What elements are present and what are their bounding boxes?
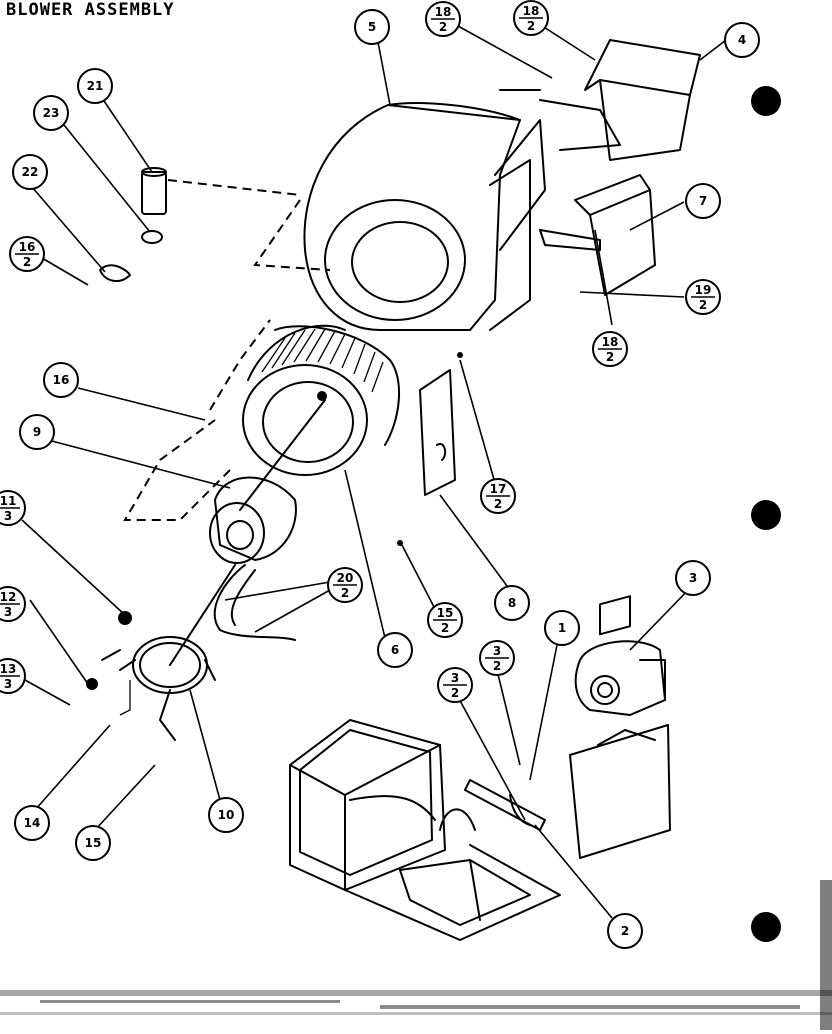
callout-9: 9 [19,414,55,450]
callout-3: 3 [675,560,711,596]
callout-8: 8 [494,585,530,621]
callout-number: 18 [435,5,452,19]
motor-mount [86,564,236,741]
callout-6: 6 [377,632,413,668]
callout-number: 1 [558,621,566,635]
callout-3-over-2: 23 [437,667,473,703]
callout-subnumber: 2 [441,621,449,635]
callout-number: 3 [689,571,697,585]
callout-subnumber: 2 [451,686,459,700]
callout-number: 22 [22,165,39,179]
callout-23: 23 [33,95,69,131]
callout-17-over-2: 217 [480,478,516,514]
diagram-title: BLOWER ASSEMBLY [6,0,175,20]
mounting-bracket [499,39,701,296]
callout-16-over-2: 216 [9,236,45,272]
callout-number: 18 [523,4,540,18]
callout-number: 11 [0,494,16,508]
callout-2: 2 [607,913,643,949]
callout-number: 7 [699,194,707,208]
callout-number: 6 [391,643,399,657]
callout-21: 21 [77,68,113,104]
punch-hole [751,86,781,116]
blower-housing [253,102,546,331]
callout-subnumber: 2 [494,497,502,511]
callout-subnumber: 3 [4,605,12,619]
callout-number: 3 [493,644,501,658]
capacitor [99,167,301,282]
callout-number: 13 [0,662,16,676]
callout-15-over-2: 215 [427,602,463,638]
callout-subnumber: 2 [493,659,501,673]
blower-wheel [242,324,401,476]
callout-16: 16 [43,362,79,398]
callout-12-over-3: 312 [0,586,26,622]
callout-11-over-3: 311 [0,490,26,526]
leader-lines [21,21,727,919]
callout-14: 14 [14,805,50,841]
control-board [569,595,671,859]
callout-18-over-2: 218 [513,0,549,36]
scan-noise [0,880,832,1030]
callout-number: 20 [337,571,354,585]
callout-1: 1 [544,610,580,646]
inducer-blower [574,640,666,716]
callout-13-over-3: 313 [0,658,26,694]
callout-subnumber: 3 [4,509,12,523]
callout-number: 5 [368,20,376,34]
punch-hole [751,500,781,530]
callout-number: 3 [451,671,459,685]
callout-number: 9 [33,425,41,439]
callout-18-over-2: 218 [592,331,628,367]
callout-number: 23 [43,106,60,120]
callout-number: 19 [695,283,712,297]
callout-subnumber: 2 [699,298,707,312]
callout-subnumber: 2 [527,19,535,33]
callout-4: 4 [724,22,760,58]
cabinet-base [289,719,561,941]
callout-10: 10 [208,797,244,833]
callout-15: 15 [75,825,111,861]
cutoff-plate [397,352,463,546]
callout-number: 2 [621,924,629,938]
callout-number: 10 [218,808,235,822]
callout-subnumber: 3 [4,677,12,691]
callout-number: 16 [53,373,70,387]
callout-number: 8 [508,596,516,610]
callout-7: 7 [685,183,721,219]
callout-number: 15 [85,836,102,850]
callout-number: 18 [602,335,619,349]
callout-number: 4 [738,33,746,47]
callout-18-over-2: 218 [425,1,461,37]
callout-number: 14 [24,816,41,830]
callout-20-over-2: 220 [327,567,363,603]
callout-number: 16 [19,240,36,254]
callout-number: 17 [490,482,507,496]
blower-motor [123,319,326,641]
callout-5: 5 [354,9,390,45]
callout-number: 15 [437,606,454,620]
punch-hole [751,912,781,942]
callout-number: 12 [0,590,16,604]
callout-subnumber: 2 [341,586,349,600]
callout-3-over-2: 23 [479,640,515,676]
callout-19-over-2: 219 [685,279,721,315]
callout-22: 22 [12,154,48,190]
callout-subnumber: 2 [439,20,447,34]
callout-subnumber: 2 [23,255,31,269]
callout-subnumber: 2 [606,350,614,364]
callout-number: 21 [87,79,104,93]
